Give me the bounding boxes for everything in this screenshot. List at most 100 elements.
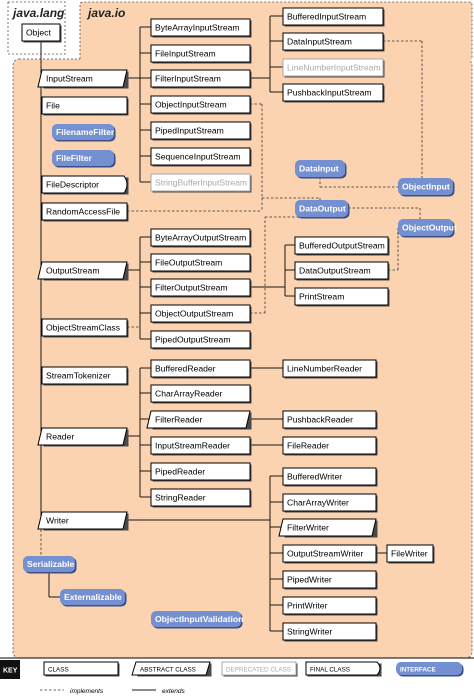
- node-buffered-input-stream-shape: [282, 7, 384, 26]
- key-title-background: [0, 660, 20, 679]
- node-object-shape: [21, 23, 61, 42]
- node-filename-filter-shape: [52, 124, 114, 140]
- node-output-stream-writer-shape: [282, 544, 377, 563]
- key-deprecated-class-swatch-shape: [221, 661, 297, 676]
- node-file-writer-shape: [386, 544, 434, 563]
- node-line-number-input-stream-shape: [282, 58, 384, 77]
- node-output-stream-label: OutputStream: [46, 266, 100, 276]
- node-buffered-output-stream: BufferedOutputStream: [294, 236, 390, 256]
- node-object-stream-class-label: ObjectStreamClass: [46, 323, 120, 333]
- node-print-stream-shape: [294, 287, 389, 306]
- node-piped-reader-label: PipedReader: [155, 467, 205, 477]
- node-data-output-shape: [295, 200, 348, 217]
- node-file-writer-label: FileWriter: [391, 549, 428, 559]
- node-object-output-stream-label: ObjectOutputStream: [155, 309, 233, 319]
- node-piped-reader: PipedReader: [150, 462, 252, 482]
- node-file-filter-shape: [52, 150, 114, 166]
- key-class-swatch: CLASS: [43, 661, 120, 677]
- node-object-input-validation-shape: [151, 611, 241, 627]
- node-file-output-stream-shape: [150, 253, 251, 272]
- key-abstract-class-swatch-shape: [131, 661, 211, 676]
- node-pushback-input-stream-shape: [282, 83, 384, 102]
- node-buffered-input-stream: BufferedInputStream: [282, 7, 385, 27]
- node-output-stream-writer-label: OutputStreamWriter: [287, 549, 363, 559]
- node-data-input: DataInput: [295, 160, 347, 179]
- node-piped-writer-shape: [282, 570, 377, 589]
- node-object-input-validation-label: ObjectInputValidation: [155, 614, 243, 624]
- node-buffered-writer-label: BufferedWriter: [287, 472, 342, 482]
- node-data-output-stream-shape: [294, 261, 389, 280]
- node-object-output-stream: ObjectOutputStream: [150, 304, 252, 324]
- node-line-number-reader: LineNumberReader: [282, 359, 378, 379]
- node-byte-array-input-stream: ByteArrayInputStream: [150, 18, 252, 38]
- node-file-filter-label: FileFilter: [56, 153, 92, 163]
- node-serializable: Serializable: [23, 556, 77, 574]
- java-io-package-header: [80, 2, 472, 60]
- node-object-input: ObjectInput: [398, 178, 455, 197]
- node-externalizable-label: Externalizable: [64, 592, 122, 602]
- node-file-input-stream-shape: [150, 44, 251, 63]
- node-file-output-stream: FileOutputStream: [150, 253, 252, 273]
- node-buffered-reader: BufferedReader: [150, 359, 252, 379]
- node-piped-input-stream: PipedInputStream: [150, 121, 252, 141]
- node-buffered-output-stream-label: BufferedOutputStream: [299, 241, 385, 251]
- node-print-writer-shape: [282, 596, 377, 615]
- node-data-input-stream: DataInputStream: [282, 32, 385, 52]
- node-stream-tokenizer-shape: [41, 366, 128, 385]
- key-title: KEY: [3, 668, 18, 675]
- node-piped-input-stream-shape: [150, 121, 251, 140]
- key-class-swatch-label: CLASS: [48, 667, 69, 674]
- node-filename-filter-label: FilenameFilter: [56, 127, 115, 137]
- node-object-output-shape: [398, 219, 453, 236]
- node-reader-label: Reader: [46, 432, 74, 442]
- node-file-input-stream: FileInputStream: [150, 44, 252, 64]
- node-random-access-file-label: RandomAccessFile: [46, 207, 120, 217]
- key-interface-swatch-shape: [396, 662, 462, 675]
- node-filter-input-stream-label: FilterInputStream: [155, 74, 221, 84]
- node-char-array-writer-shape: [282, 493, 377, 512]
- node-externalizable-shape: [60, 589, 125, 605]
- node-object-input-stream-label: ObjectInputStream: [155, 100, 227, 110]
- node-object-output-stream-shape: [150, 304, 251, 323]
- key-final-class-swatch: FINAL CLASS: [305, 661, 382, 677]
- key-implements-label: implements: [70, 688, 104, 695]
- key-final-class-swatch-label: FINAL CLASS: [310, 667, 350, 674]
- node-byte-array-input-stream-shape: [150, 18, 251, 37]
- node-data-input-label: DataInput: [299, 164, 339, 174]
- node-sequence-input-stream: SequenceInputStream: [150, 147, 252, 167]
- node-serializable-shape: [23, 556, 75, 572]
- node-string-buffer-input-stream-label: StringBufferInputStream: [155, 178, 247, 188]
- node-filter-output-stream: FilterOutputStream: [150, 278, 252, 298]
- diagram-nodes: ObjectInputStreamFileFilenameFilterFileF…: [21, 7, 457, 642]
- node-writer-shape: [37, 511, 128, 530]
- node-output-stream-shape: [37, 261, 128, 280]
- key-interface-swatch: INTERFACE: [396, 662, 464, 677]
- node-line-number-input-stream: LineNumberInputStream: [282, 58, 385, 78]
- node-file-reader-shape: [282, 436, 377, 455]
- node-filter-writer-shape: [278, 518, 377, 537]
- node-string-writer-label: StringWriter: [287, 627, 332, 637]
- node-sequence-input-stream-shape: [150, 147, 251, 166]
- node-filter-input-stream-shape: [150, 69, 251, 88]
- node-output-stream-writer: OutputStreamWriter: [282, 544, 378, 564]
- node-data-input-shape: [295, 160, 345, 177]
- node-object-label: Object: [26, 28, 51, 38]
- key-extends-label: extends: [162, 688, 186, 695]
- node-reader-shape: [37, 427, 128, 446]
- node-file-descriptor-label: FileDescriptor: [46, 180, 99, 190]
- node-file-label: File: [46, 101, 60, 111]
- node-piped-writer-label: PipedWriter: [287, 575, 332, 585]
- node-object-stream-class: ObjectStreamClass: [41, 318, 129, 338]
- node-object-input-stream-shape: [150, 95, 251, 114]
- node-buffered-writer-shape: [282, 467, 377, 486]
- node-object-output-label: ObjectOutput: [402, 223, 457, 233]
- node-string-writer: StringWriter: [282, 622, 378, 642]
- node-object-input-label: ObjectInput: [402, 182, 450, 192]
- node-input-stream: InputStream: [37, 69, 129, 89]
- node-print-writer: PrintWriter: [282, 596, 378, 616]
- node-byte-array-output-stream: ByteArrayOutputStream: [150, 228, 252, 248]
- node-char-array-reader-label: CharArrayReader: [155, 389, 222, 399]
- node-byte-array-output-stream-label: ByteArrayOutputStream: [155, 233, 246, 243]
- node-serializable-label: Serializable: [27, 559, 75, 569]
